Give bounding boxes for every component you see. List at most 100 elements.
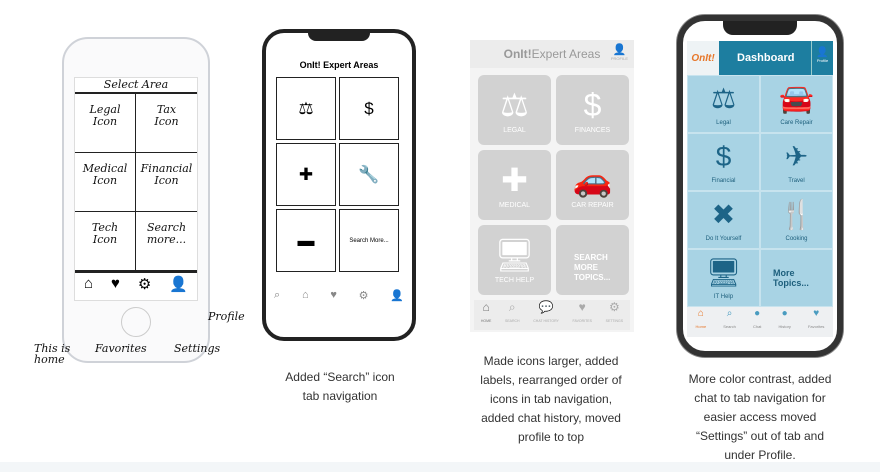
dashboard-title: Dashboard bbox=[719, 41, 811, 75]
notch bbox=[723, 21, 797, 35]
tab-label: SETTINGS bbox=[605, 319, 624, 323]
fork-spoon-icon: 🍴 bbox=[779, 199, 814, 230]
caption-line: chat to tab navigation for bbox=[694, 391, 826, 405]
caption-line: profile to top bbox=[517, 430, 585, 444]
header: OnIt! Dashboard 👤Profile bbox=[687, 41, 833, 75]
sketch-cell-tech: Tech Icon bbox=[75, 212, 136, 271]
tab-label: CHAT HISTORY bbox=[533, 319, 559, 323]
tile-car-repair[interactable]: 🚘Care Repair bbox=[760, 75, 833, 133]
home-icon: ⌂ bbox=[482, 300, 490, 314]
tile-legal[interactable]: ⚖ Legal bbox=[687, 75, 760, 133]
caption-line: added chat history, moved bbox=[481, 411, 621, 425]
tile-travel[interactable]: ✈Travel bbox=[760, 133, 833, 191]
caption-line: “Settings” out of tab and bbox=[695, 429, 825, 443]
tile-car-repair[interactable]: 🚗CAR REPAIR bbox=[556, 150, 629, 220]
tile-tech-help[interactable]: 🖥TECH HELP bbox=[478, 225, 551, 295]
caption-line: Made icons larger, added bbox=[483, 354, 619, 368]
tile-label: MEDICAL bbox=[498, 202, 531, 209]
scale-icon: ⚖ bbox=[710, 83, 737, 114]
tile-it-help[interactable]: 🖥IT Help bbox=[687, 249, 760, 307]
sketch-cell-tax: Tax Icon bbox=[136, 94, 197, 153]
profile-icon: 👤 bbox=[169, 276, 188, 293]
profile-label: PROFILE bbox=[610, 56, 628, 61]
sketch-cell-legal: Legal Icon bbox=[75, 94, 136, 153]
sketch-cell-medical: Medical Icon bbox=[75, 153, 136, 212]
home-icon: ⌂ bbox=[697, 308, 704, 319]
chat-icon: 💬 bbox=[538, 300, 554, 314]
tile-label: Care Repair bbox=[780, 120, 813, 126]
tools-icon: ✖ bbox=[711, 199, 736, 230]
profile-icon[interactable]: 👤 bbox=[390, 290, 404, 302]
logo: OnIt! bbox=[687, 41, 719, 75]
tile-label: LEGAL bbox=[503, 127, 526, 134]
monitor-icon[interactable]: ▬ bbox=[276, 209, 336, 272]
tile-diy[interactable]: ✖Do It Yourself bbox=[687, 191, 760, 249]
tab-label: History bbox=[778, 324, 791, 329]
heart-icon[interactable]: ♥ bbox=[330, 289, 337, 301]
tab-favorites[interactable]: ♥Favorites bbox=[808, 307, 824, 337]
search-more-cell[interactable]: Search More... bbox=[339, 209, 399, 272]
scale-icon[interactable]: ⚖ bbox=[276, 77, 336, 140]
chat-history-icon: ● bbox=[781, 308, 788, 319]
home-icon: ⌂ bbox=[83, 275, 94, 292]
computer-icon: 🖥 bbox=[494, 237, 535, 273]
sketch-title: Select Area bbox=[75, 78, 197, 94]
heart-icon: ♥ bbox=[813, 308, 820, 319]
scale-icon: ⚖ bbox=[500, 87, 529, 123]
tab-settings[interactable]: ⚙SETTINGS bbox=[606, 300, 624, 330]
profile-button[interactable]: 👤Profile bbox=[811, 41, 833, 75]
airplane-icon: ✈ bbox=[784, 141, 809, 172]
tab-favorites[interactable]: ♥FAVORITES bbox=[573, 300, 592, 330]
tab-label: Home bbox=[695, 324, 707, 329]
medical-kit-icon: ✚ bbox=[501, 162, 528, 198]
tab-home[interactable]: ⌂ Home bbox=[696, 307, 707, 337]
tab-chat-history[interactable]: 💬 CHAT HISTORY bbox=[533, 300, 559, 330]
tab-home[interactable]: ⌂HOME bbox=[481, 300, 492, 330]
home-icon[interactable]: ⌂ bbox=[301, 289, 309, 301]
wireframe-phone: OnIt! Expert Areas ⚖ $ ✚ 🔧 ▬ Search More… bbox=[262, 29, 416, 341]
tab-label: Chat bbox=[752, 324, 762, 329]
heart-icon: ♥ bbox=[111, 275, 120, 292]
final-phone-mockup: OnIt! Dashboard 👤Profile ⚖ Legal 🚘Care Re… bbox=[677, 15, 843, 357]
tile-label: IT Help bbox=[713, 294, 734, 300]
caption-line: easier access moved bbox=[703, 410, 817, 424]
title: Expert Areas bbox=[531, 47, 601, 61]
tile-legal[interactable]: ⚖ LEGAL bbox=[478, 75, 551, 145]
search-icon: ⌕ bbox=[508, 300, 516, 314]
sketch-cell-financial: Financial Icon bbox=[136, 153, 197, 212]
search-icon[interactable]: ⌕ bbox=[274, 289, 281, 301]
caption-line: labels, rearranged order of bbox=[480, 373, 622, 387]
profile-label: Profile bbox=[816, 58, 829, 63]
coins-icon: $ bbox=[715, 141, 732, 172]
annotation-profile: Profile bbox=[208, 310, 245, 323]
tab-search[interactable]: ⌕Search bbox=[723, 307, 736, 337]
tile-financial[interactable]: $Financial bbox=[687, 133, 760, 191]
profile-button[interactable]: 👤PROFILE bbox=[611, 43, 628, 61]
more-line: More bbox=[773, 268, 795, 278]
caption-3: Made icons larger, added labels, rearran… bbox=[466, 352, 636, 447]
more-line: Topics... bbox=[773, 278, 809, 288]
bottom-band bbox=[0, 462, 880, 472]
profile-icon: 👤 bbox=[816, 47, 829, 58]
tab-history[interactable]: ● History bbox=[778, 307, 790, 337]
tab-search[interactable]: ⌕SEARCH bbox=[505, 300, 520, 330]
sketch-screen: Select Area Legal Icon Tax Icon Medical … bbox=[74, 77, 198, 301]
tile-finances[interactable]: $FINANCES bbox=[556, 75, 629, 145]
more-line: SEARCH bbox=[574, 253, 608, 262]
notch bbox=[308, 29, 370, 41]
tile-label: Legal bbox=[716, 120, 731, 126]
tab-chat[interactable]: ●Chat bbox=[753, 307, 761, 337]
tile-medical[interactable]: ✚ MEDICAL bbox=[478, 150, 551, 220]
caption-line: icons in tab navigation, bbox=[489, 392, 613, 406]
tile-cooking[interactable]: 🍴Cooking bbox=[760, 191, 833, 249]
search-icon: ⌕ bbox=[726, 308, 733, 319]
home-button bbox=[121, 307, 151, 337]
gear-icon[interactable]: ⚙ bbox=[358, 290, 369, 302]
wrench-icon[interactable]: 🔧 bbox=[339, 143, 399, 206]
medical-kit-icon[interactable]: ✚ bbox=[276, 143, 336, 206]
dollar-icon[interactable]: $ bbox=[339, 77, 399, 140]
sketch-cell-search: Search more... bbox=[136, 212, 197, 271]
money-bag-icon: $ bbox=[583, 87, 602, 123]
